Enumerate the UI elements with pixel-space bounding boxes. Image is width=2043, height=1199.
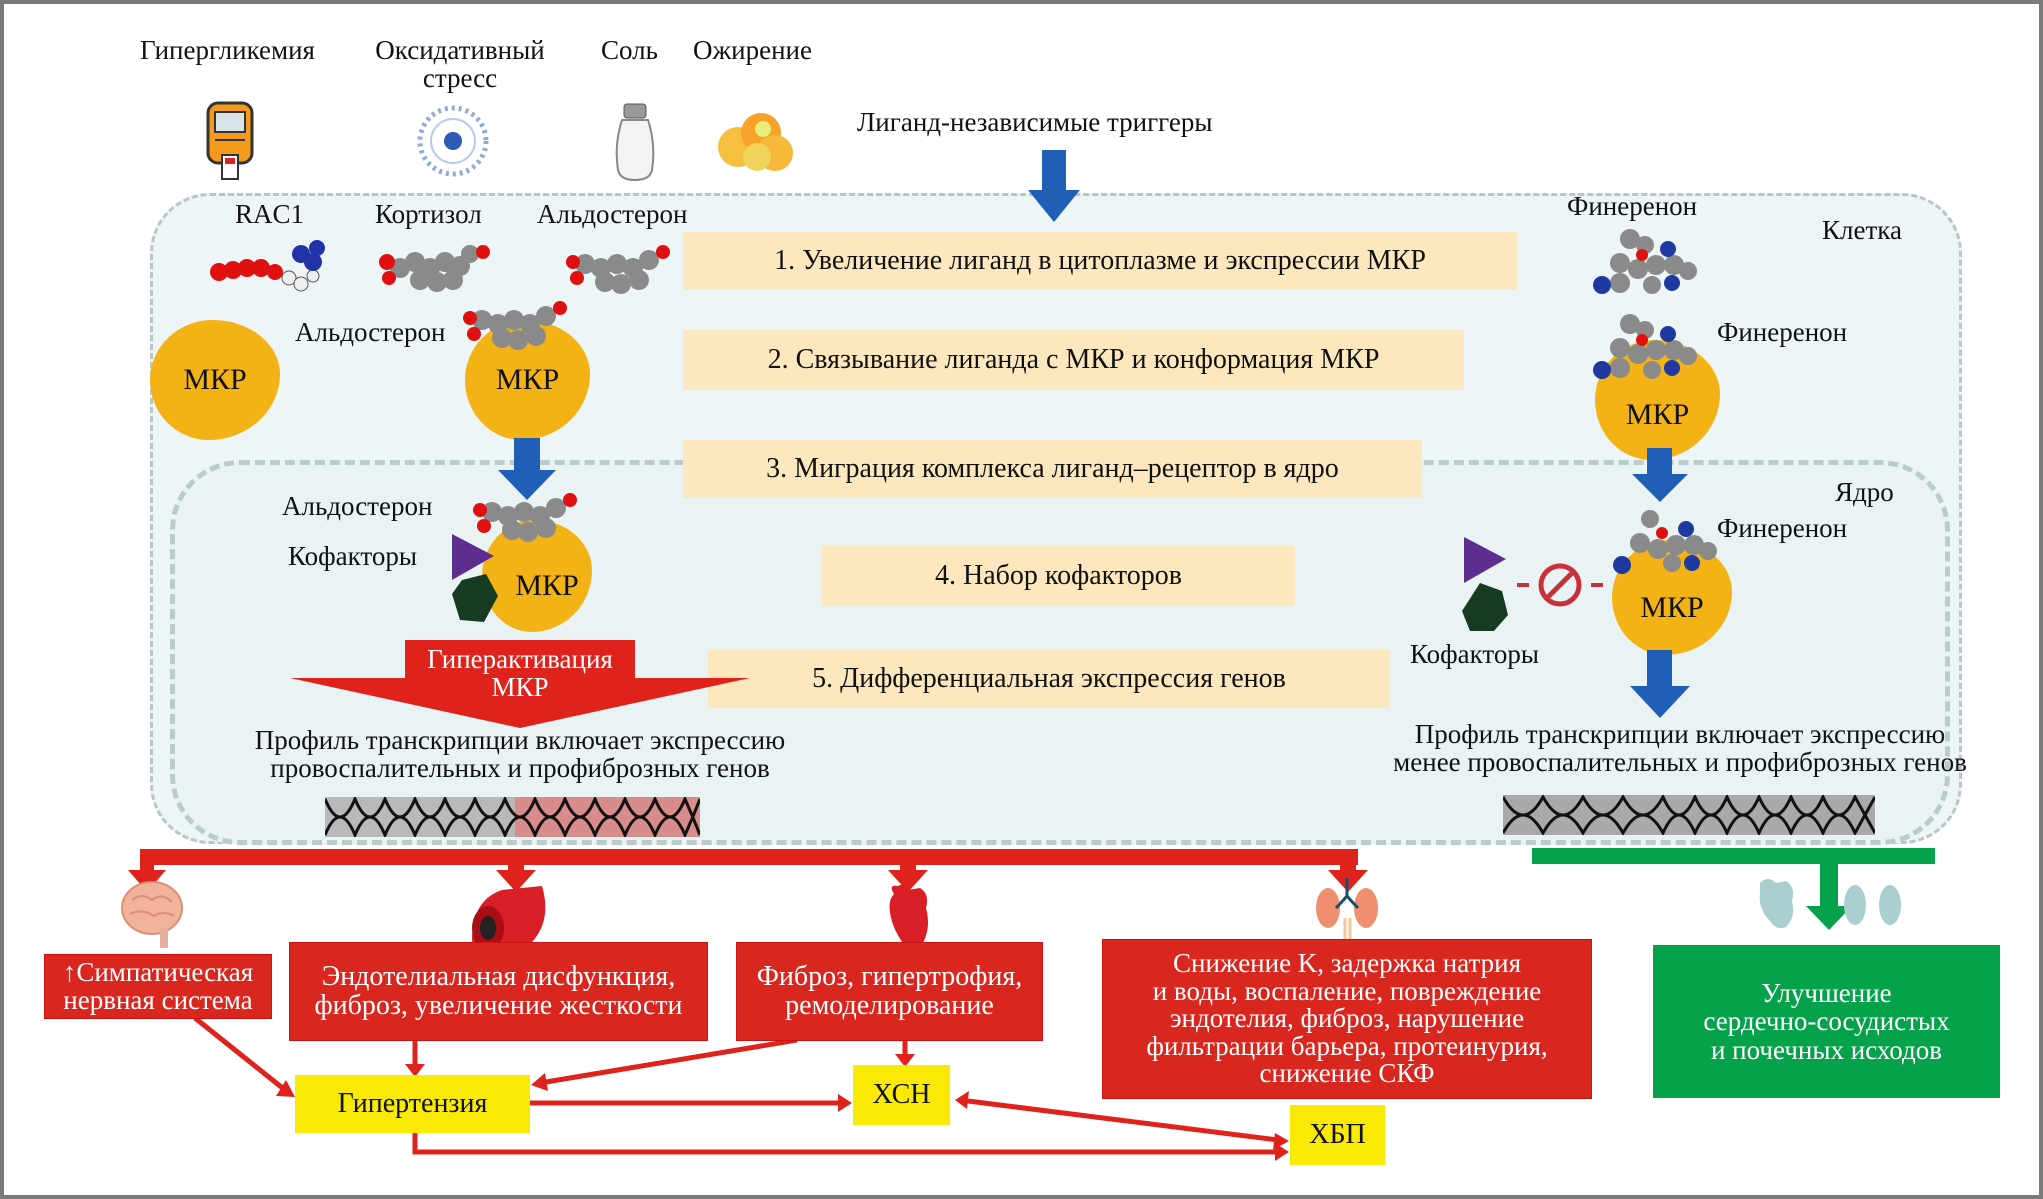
trigger-oxidative-stress-label: Оксидативный стресс [360,36,560,93]
oxidative-line1: Оксидативный [375,35,545,65]
sympathetic-line1: ↑Симпатическая [62,956,254,987]
right-profile-text: Профиль транскрипции включает экспрессию… [1350,720,2010,777]
aldosterone-label: Альдостерон [537,199,688,229]
rac1-molecule-icon [210,240,325,292]
cortisol-molecule-icon [379,245,490,292]
right-profile-line1: Профиль транскрипции включает экспрессию [1414,719,1946,749]
step-3-box: 3. Миграция комплекса лиганд–рецептор в … [683,440,1422,498]
step-1-box: 1. Увеличение лиганд в цитоплазме и эксп… [683,232,1517,290]
brain-icon [121,881,183,948]
endothelial-dysfunction-box: Эндотелиальная дисфункция,фиброз, увелич… [290,943,707,1040]
heart-icon [889,884,928,955]
fat-cells-icon [718,113,793,171]
trigger-obesity-label: Ожирение [693,35,812,65]
right-profile-line2: менее провоспалительных и профиброзных г… [1393,747,1967,778]
hyperactivation-arrow [290,640,750,728]
hyperactivation-label: Гиперактивация МКР [405,645,635,702]
left-profile-text: Профиль транскрипции включает экспрессию… [210,726,830,783]
green-benefit-connector [1532,848,1935,930]
renal-line2: и воды, воспаление, повреждение [1152,975,1542,1006]
hypertension-box: Гипертензия [295,1075,530,1133]
nucleus-mkr-label: МКР [515,569,579,602]
blue-arrow-to-profile-right [1630,650,1690,718]
renal-line4: фильтрации барьера, протеинурия, [1146,1030,1548,1061]
mkr-finerenone-receptor: МКР [1595,340,1720,460]
trigger-hyperglycemia-label: Гипергликемия [140,35,315,65]
nucleus-label: Ядро [1835,477,1894,507]
atom-icon [417,105,489,177]
blue-arrow-trigger [1028,150,1080,222]
mkr-free-label: МКР [183,363,247,396]
improvement-line1: Улучшение [1761,977,1892,1008]
finerenone-free-label: Финеренон [1567,191,1698,221]
improvement-line2: сердечно-сосудистых [1703,1006,1950,1037]
finerenone-bound-molecule-icon [1593,314,1697,379]
blue-arrow-to-nucleus-right [1632,448,1688,502]
cardiac-remodeling-box: Фиброз, гипертрофия,ремоделирование [737,943,1042,1040]
blood-vessel-icon [472,886,546,954]
cardiac-line2: ремоделирование [785,989,994,1021]
glucometer-icon [206,101,254,180]
step-5-box: 5. Дифференциальная экспрессия генов [708,650,1390,708]
heart-kidney-benefit-icon [1759,879,1901,929]
improvement-outcomes-box: Улучшение сердечно-сосудистых и почечных… [1653,945,2000,1098]
renal-line3: эндотелия, фиброз, нарушение [1169,1003,1525,1034]
ligand-independent-triggers-label: Лиганд-независимые триггеры [857,107,1213,137]
oxidative-line2: стресс [422,63,498,94]
renal-line1: Снижение K, задержка натрия [1172,948,1522,979]
finerenone-free-molecule-icon [1593,229,1697,294]
left-profile-line2: провоспалительных и профиброзных генов [270,753,770,784]
nucleus-mkr-finerenone-label: МКР [1640,590,1704,624]
salt-shaker-icon [615,103,655,182]
nucleus-right-cofactors-label: Кофакторы [1410,639,1539,669]
sympathetic-line2: нервная система [63,984,253,1015]
cardiac-line1: Фиброз, гипертрофия, [756,960,1023,992]
left-profile-line1: Профиль транскрипции включает экспрессию [254,725,786,755]
aldosterone-bound-label: Альдостерон [295,317,446,347]
hsn-box: ХСН [853,1065,950,1125]
trigger-salt-label: Соль [601,35,658,65]
step-4-box: 4. Набор кофакторов [822,546,1295,606]
cell-label: Клетка [1822,215,1902,245]
mkr-finerenone-label: МКР [1625,398,1690,431]
kidney-icon [1316,878,1378,948]
rac1-label: RAC1 [235,199,305,229]
dna-antiinflammatory-icon [1503,795,1875,835]
hbp-box: ХБП [1290,1105,1385,1165]
renal-damage-box: Снижение K, задержка натрия и воды, восп… [1103,940,1591,1098]
improvement-line3: и почечных исходов [1710,1034,1943,1065]
blue-arrow-to-nucleus-left [498,438,556,500]
aldosterone-molecule-icon [566,245,670,294]
cofactor-shapes-icon [452,534,498,622]
nucleus-finerenone-molecule-icon [1613,510,1717,574]
nucleus-cofactors-label: Кофакторы [288,541,417,571]
renal-line5: снижение СКФ [1259,1058,1435,1089]
endothelial-line1: Эндотелиальная дисфункция, [321,960,676,992]
mkr-free-receptor: МКР [150,320,280,440]
endothelial-line2: фиброз, увеличение жесткости [314,989,683,1021]
mkr-bound-label: МКР [495,363,560,396]
prohibited-icon [1517,563,1603,607]
hyperactivation-line1: Гиперактивация [427,644,613,674]
nucleus-aldosterone-label: Альдостерон [282,491,433,521]
dna-proinflammatory-icon [325,797,700,837]
hyperactivation-line2: МКР [491,672,549,703]
finerenone-bound-label: Финеренон [1717,317,1848,347]
aldosterone-bound-molecule-icon [463,301,567,350]
nucleus-finerenone-label: Финеренон [1717,513,1848,543]
nucleus-aldosterone-molecule-icon [473,493,577,542]
step-2-box: 2. Связывание лиганда с МКР и конформаци… [683,330,1464,390]
nucleus-mkr-receptor: МКР [482,520,592,632]
red-branch-connector [128,849,1368,892]
cortisol-label: Кортизол [375,199,482,229]
blocked-cofactor-shapes-icon [1462,537,1508,631]
